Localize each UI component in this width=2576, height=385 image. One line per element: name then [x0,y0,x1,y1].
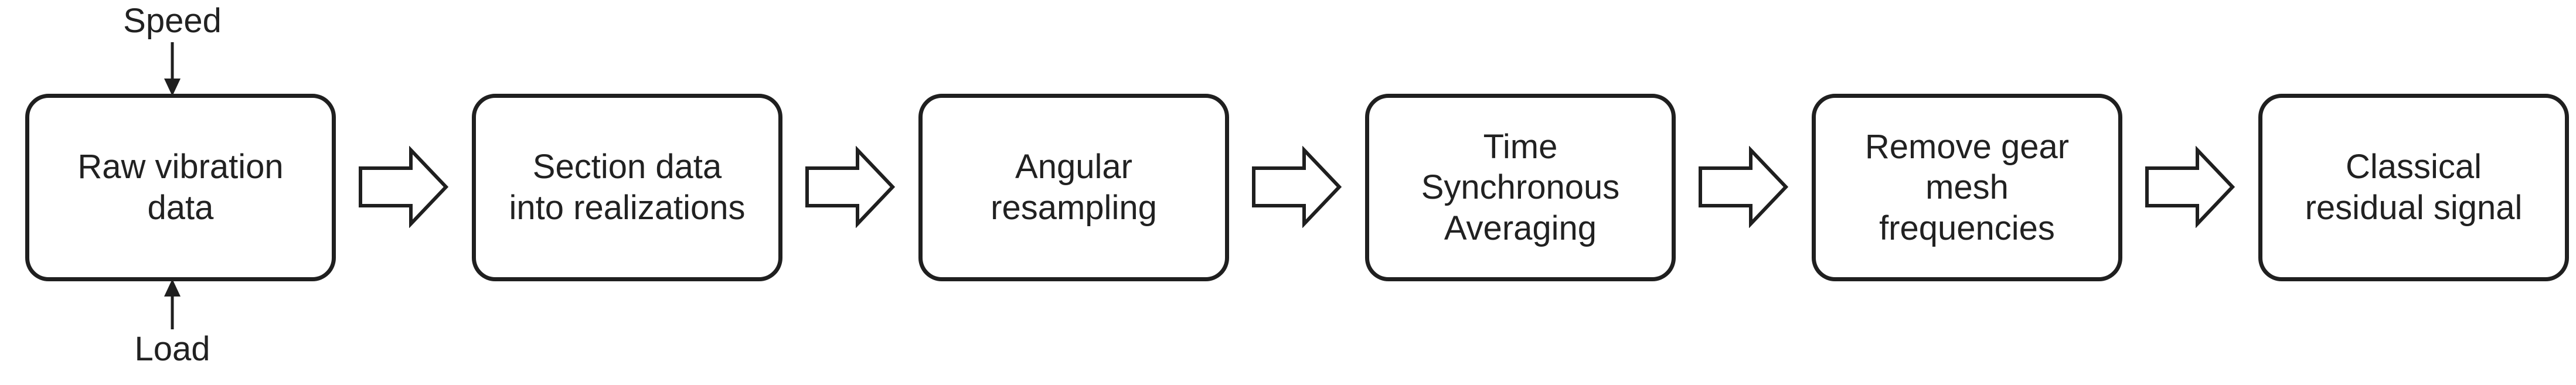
box-label-line: mesh [1925,168,2009,207]
speed-down-arrow-icon [164,42,181,96]
flow-box-remove-gear-mesh-frequencies: Remove gear mesh frequencies [1812,94,2122,281]
flow-arrow-icon [359,146,449,228]
box-label-line: data [147,189,214,227]
flow-arrow-icon [805,146,896,228]
box-label: Time Synchronous Averaging [1421,127,1620,249]
flow-arrow-icon [1699,146,1789,228]
box-label-line: Section data [532,148,722,186]
stage-time-synchronous-averaging: Time Synchronous Averaging [1365,94,1676,281]
box-label-line: residual signal [2305,189,2523,227]
box-label-line: Angular [1015,148,1132,186]
box-label: Classical residual signal [2305,146,2523,228]
box-label-line: Classical [2345,148,2482,186]
stage-raw-vibration-data: Speed Raw vibration data Load [25,2,336,367]
box-label-line: into realizations [509,189,746,227]
load-up-arrow-icon [164,279,181,329]
stage-remove-gear-mesh-frequencies: Remove gear mesh frequencies [1812,94,2122,281]
speed-input-group: Speed [108,2,237,96]
box-label-line: resampling [991,189,1157,227]
box-label: Section data into realizations [509,146,746,228]
box-label: Remove gear mesh frequencies [1865,127,2069,249]
stage-angular-resampling: Angular resampling [918,94,1229,281]
box-label: Raw vibration data [77,146,283,228]
flow-box-time-synchronous-averaging: Time Synchronous Averaging [1365,94,1676,281]
stage-section-data: Section data into realizations [472,94,782,281]
box-label: Angular resampling [991,146,1157,228]
flow-box-angular-resampling: Angular resampling [918,94,1229,281]
load-label: Load [134,330,210,368]
box-label-line: Remove gear [1864,127,2070,166]
box-label-line: Averaging [1444,209,1597,247]
flow-box-raw-vibration-data: Raw vibration data [25,94,336,281]
stage-classical-residual-signal: Classical residual signal [2258,94,2569,281]
load-input-group: Load [108,279,237,368]
box-label-line: Synchronous [1421,168,1620,207]
flow-arrow-icon [1252,146,1342,228]
box-label-line: frequencies [1879,209,2055,247]
flow-box-classical-residual-signal: Classical residual signal [2258,94,2569,281]
box-label-line: Time [1483,127,1558,166]
flow-arrow-icon [2145,146,2235,228]
flow-box-section-data: Section data into realizations [472,94,782,281]
box-label-line: Raw vibration [77,148,284,186]
speed-label: Speed [123,2,222,40]
